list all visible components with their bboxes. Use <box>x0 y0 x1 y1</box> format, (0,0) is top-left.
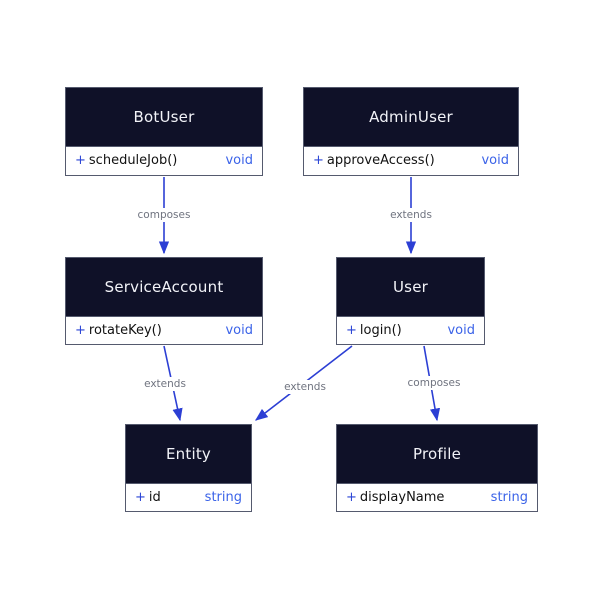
class-member-row: +id string <box>126 486 251 510</box>
class-member-visibility: + <box>135 489 146 505</box>
class-node-members: +displayName string <box>337 483 537 511</box>
class-member-visibility: + <box>75 322 86 338</box>
edge-label-adminuser-user: extends <box>387 208 435 222</box>
class-member-visibility: + <box>313 153 324 168</box>
class-member-type: void <box>447 322 475 338</box>
class-member-signature: approveAccess() <box>326 153 435 168</box>
class-node-title: Entity <box>126 425 251 483</box>
class-member-signature: displayName <box>359 489 445 505</box>
class-member-type: string <box>490 489 528 505</box>
class-member-type: string <box>204 489 242 505</box>
class-member-visibility: + <box>75 153 86 168</box>
class-node-entity[interactable]: Entity +id string <box>125 424 252 512</box>
class-node-members: +login() void <box>337 316 484 344</box>
class-node-title: ServiceAccount <box>66 258 262 316</box>
class-node-members: +scheduleJob() void <box>66 146 262 175</box>
class-node-members: +rotateKey() void <box>66 316 262 344</box>
class-node-profile[interactable]: Profile +displayName string <box>336 424 538 512</box>
class-member-name: +approveAccess() <box>313 153 435 168</box>
class-node-title: AdminUser <box>304 88 518 146</box>
class-member-signature: rotateKey() <box>88 322 162 338</box>
class-member-type: void <box>225 153 253 168</box>
class-member-visibility: + <box>346 489 357 505</box>
edge-label-botuser-serviceaccount: composes <box>134 208 194 222</box>
class-member-name: +scheduleJob() <box>75 153 177 168</box>
class-node-title: User <box>337 258 484 316</box>
class-member-row: +displayName string <box>337 486 537 510</box>
class-node-botuser[interactable]: BotUser +scheduleJob() void <box>65 87 263 176</box>
edge-label-user-profile: composes <box>404 376 464 390</box>
class-member-row: +scheduleJob() void <box>66 149 262 173</box>
class-member-name: +rotateKey() <box>75 323 162 338</box>
class-member-row: +rotateKey() void <box>66 319 262 343</box>
class-node-members: +approveAccess() void <box>304 146 518 175</box>
edge-label-serviceaccount-entity: extends <box>141 377 189 391</box>
class-node-title: Profile <box>337 425 537 483</box>
class-member-row: +approveAccess() void <box>304 149 518 173</box>
class-member-visibility: + <box>346 322 357 338</box>
class-member-type: void <box>225 322 253 338</box>
class-member-name: +login() <box>346 323 402 338</box>
edge-label-user-entity: extends <box>281 380 329 394</box>
class-member-name: +id <box>135 490 161 505</box>
class-node-title: BotUser <box>66 88 262 146</box>
class-member-signature: id <box>148 489 161 505</box>
class-node-members: +id string <box>126 483 251 511</box>
class-member-name: +displayName <box>346 490 444 505</box>
class-member-row: +login() void <box>337 319 484 343</box>
class-node-user[interactable]: User +login() void <box>336 257 485 345</box>
class-member-type: void <box>481 153 509 168</box>
class-node-serviceaccount[interactable]: ServiceAccount +rotateKey() void <box>65 257 263 345</box>
class-member-signature: scheduleJob() <box>88 153 178 168</box>
class-member-signature: login() <box>359 322 402 338</box>
class-node-adminuser[interactable]: AdminUser +approveAccess() void <box>303 87 519 176</box>
